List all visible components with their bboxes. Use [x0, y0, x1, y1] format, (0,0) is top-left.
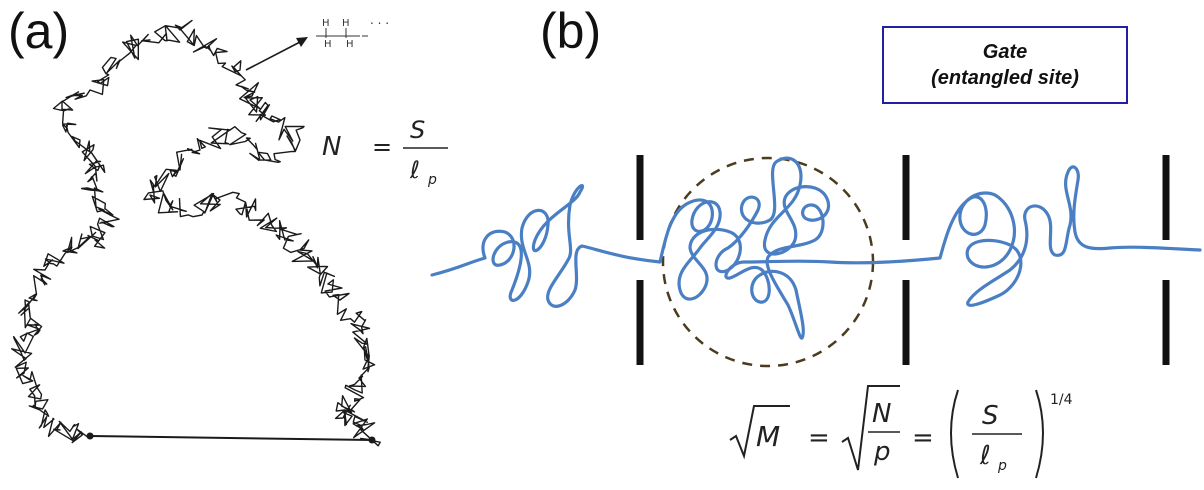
monomer-h1: H: [322, 18, 330, 29]
eq-a-subscript: p: [427, 172, 437, 188]
eq-b-frac1-num: N: [872, 399, 891, 429]
eq-a-lhs: N: [322, 132, 341, 162]
eq-a-equals: =: [372, 133, 392, 161]
eq-b-right-paren: [1035, 389, 1044, 479]
eq-b-frac1-den: p: [873, 437, 891, 467]
panel-b-label: (b): [540, 3, 602, 59]
eq-b-sqrt-m: [729, 405, 790, 460]
monomer-h4: H: [346, 39, 354, 50]
eq-b-sqrt-frac: [841, 385, 900, 471]
chain-end-dot-right: [368, 436, 376, 444]
random-walk-chain: [11, 19, 381, 447]
zoom-arrow: [245, 37, 308, 71]
eq-b-left-paren: [950, 389, 959, 479]
gate-legend-box: Gate (entangled site): [882, 26, 1128, 104]
monomer-ellipsis: . . .: [370, 13, 389, 27]
end-to-end-vector: [89, 435, 373, 441]
eq-b-frac2-num: S: [982, 401, 999, 431]
random-walk-path: [11, 19, 381, 447]
equation-b: M = N p = S ℓ p 1/4: [729, 385, 1073, 479]
gate-bars: [636, 155, 1170, 365]
eq-a-numerator: S: [410, 116, 425, 144]
eq-b-equals-2: =: [912, 423, 934, 453]
equation-a: N = S ℓ p: [322, 116, 448, 188]
monomer-h3: H: [324, 39, 332, 50]
panel-a-label: (a): [8, 3, 70, 59]
eq-b-equals-1: =: [808, 423, 830, 453]
monomer-h2: H: [342, 18, 350, 29]
eq-b-lhs: M: [756, 420, 780, 453]
eq-b-frac2-sub: p: [997, 458, 1007, 474]
gate-legend-title: Gate: [982, 41, 1028, 63]
eq-b-exponent: 1/4: [1050, 392, 1073, 408]
gate-legend-subtitle: (entangled site): [931, 67, 1079, 89]
polymer-chain-b: [430, 156, 1202, 340]
eq-b-frac2-den: ℓ: [979, 441, 991, 471]
eq-a-denominator: ℓ: [409, 156, 420, 184]
chain-end-dot-left: [86, 432, 94, 440]
monomer-sketch: H H H H . . .: [316, 13, 389, 50]
